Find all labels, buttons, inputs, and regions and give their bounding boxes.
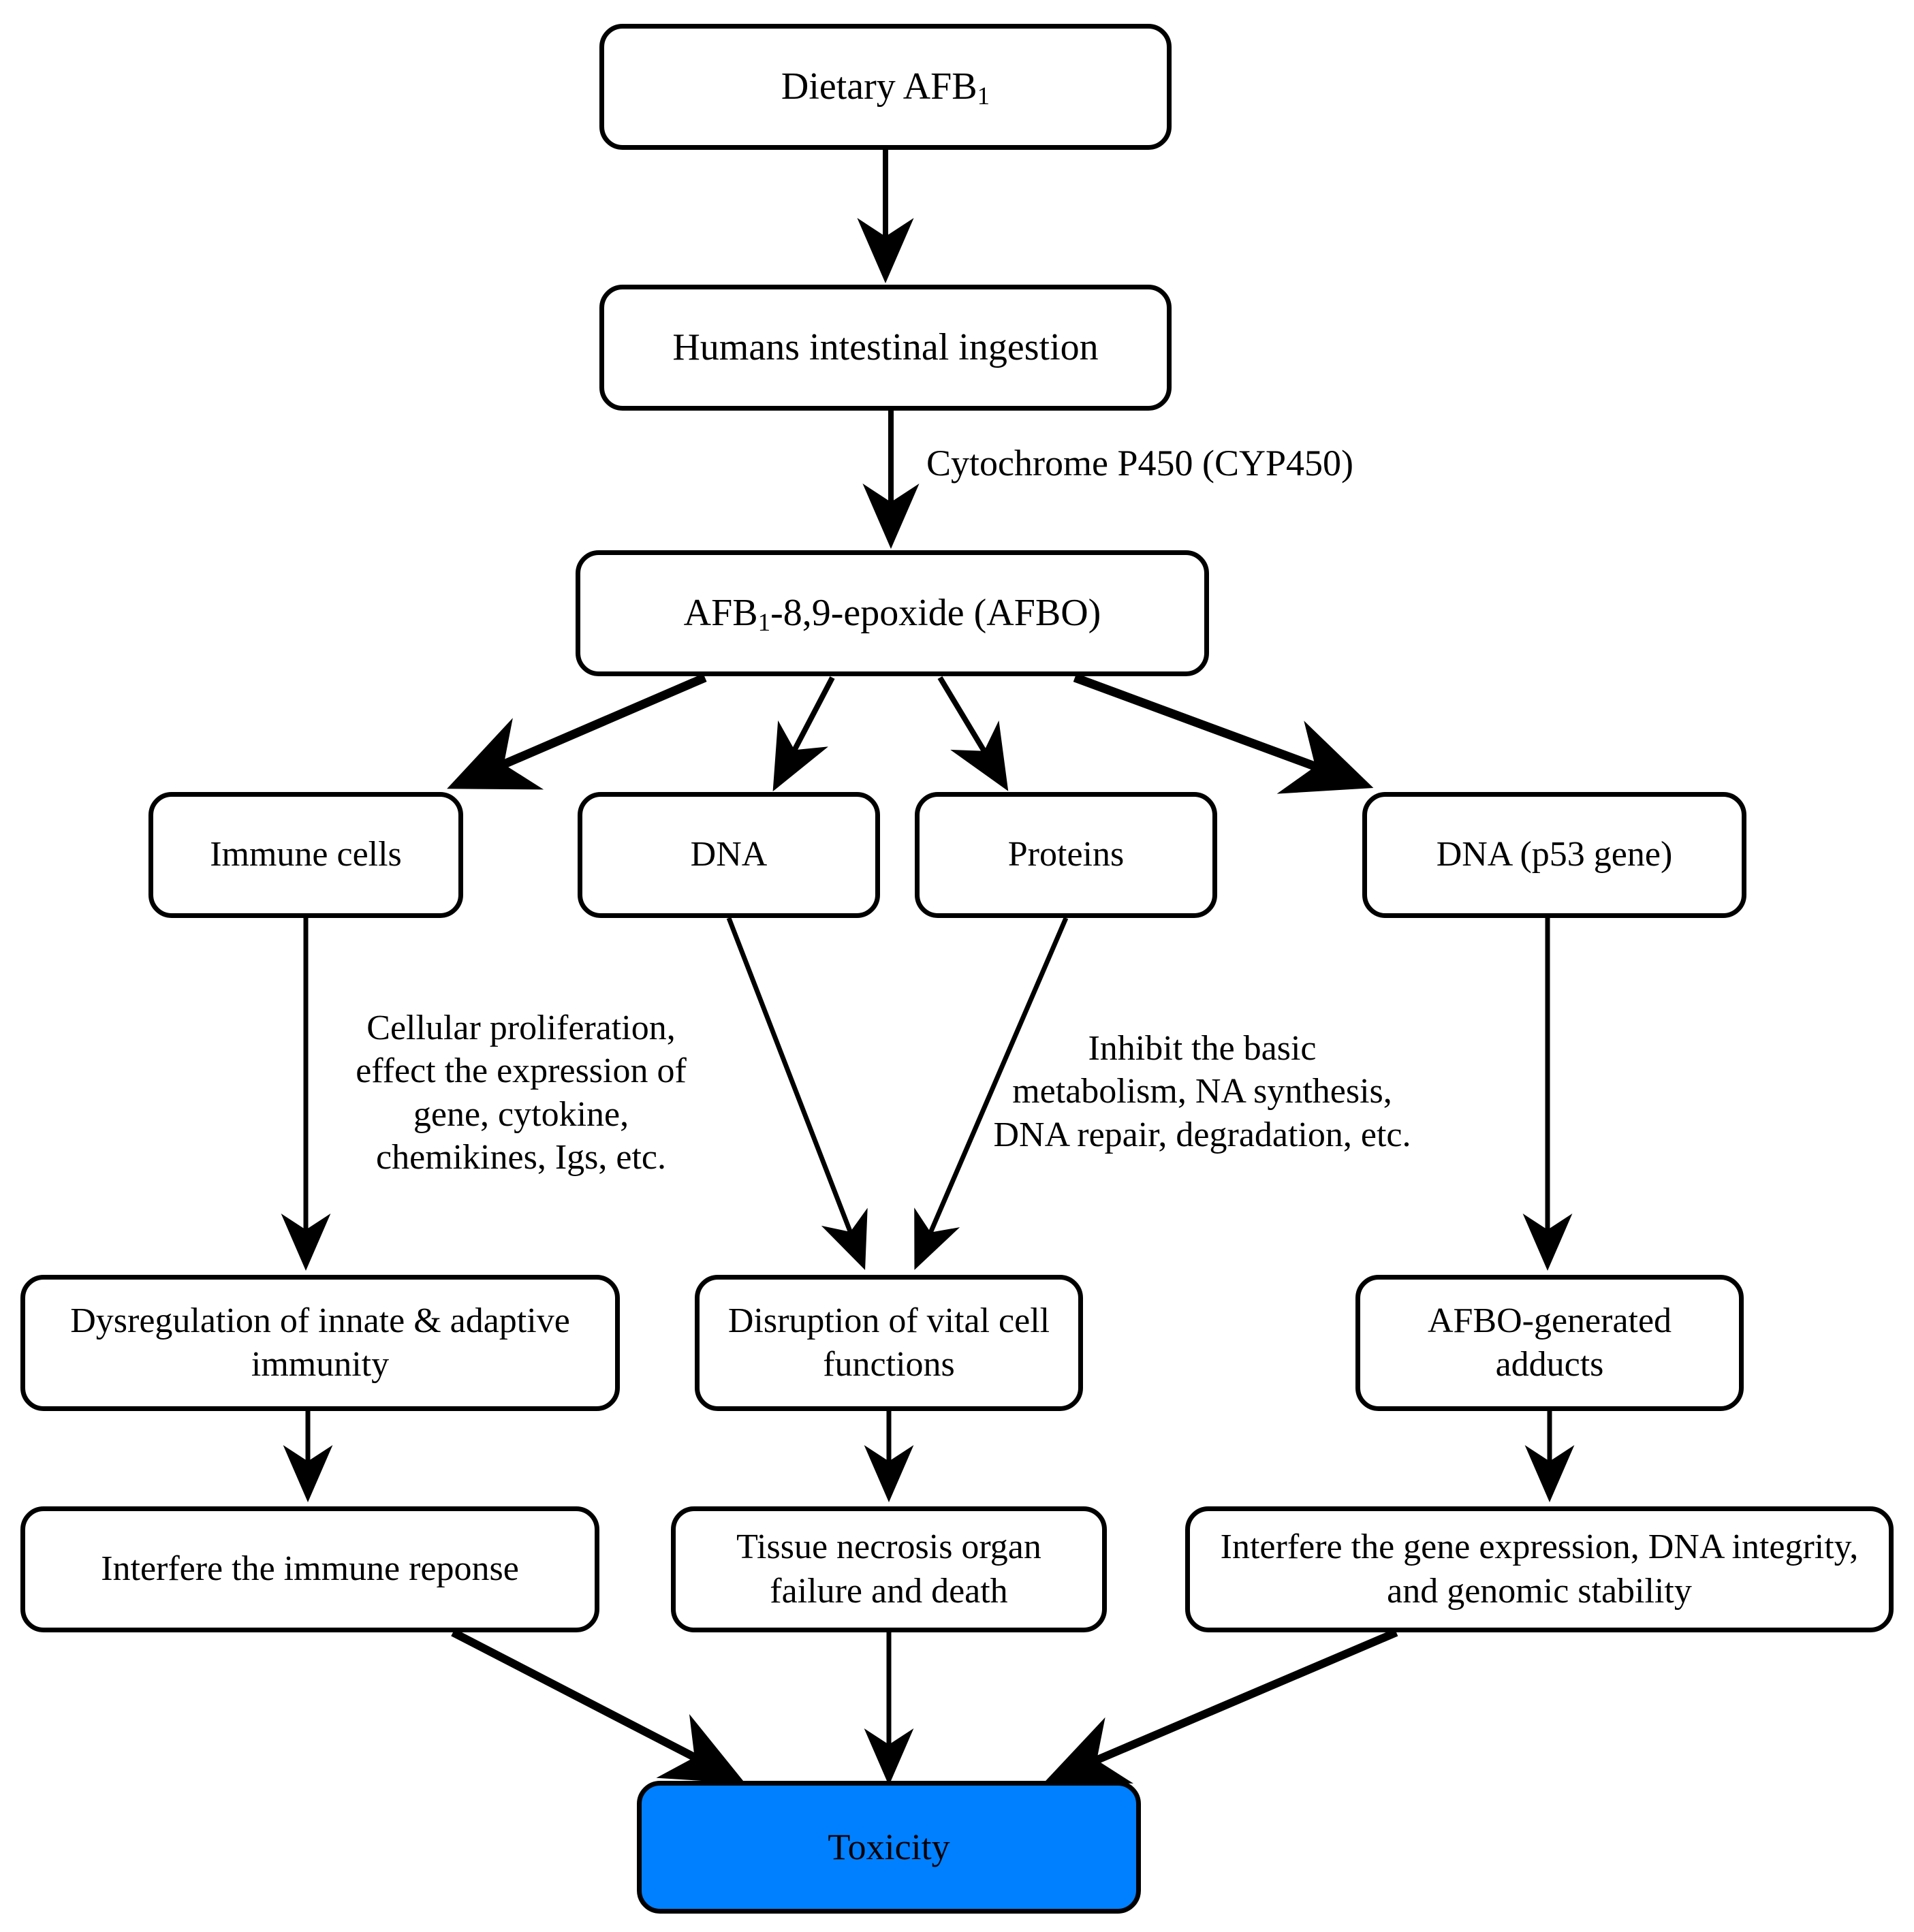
node-dna[interactable]: DNA bbox=[578, 792, 880, 918]
node-label: Toxicity bbox=[828, 1826, 950, 1868]
node-label: Interfere the gene expression, DNA integ… bbox=[1220, 1527, 1859, 1611]
node-label: DNA (p53 gene) bbox=[1436, 835, 1673, 874]
node-label: Immune cells bbox=[210, 835, 402, 874]
node-dietary-afb1[interactable]: Dietary AFB1 bbox=[599, 24, 1172, 150]
node-interfere-immune-reponse[interactable]: Interfere the immune reponse bbox=[20, 1506, 599, 1632]
edge-label-cellular-proliferation: Cellular proliferation, effect the expre… bbox=[356, 1009, 687, 1177]
node-label: Interfere the immune reponse bbox=[101, 1549, 519, 1589]
node-label: Proteins bbox=[1007, 835, 1125, 874]
node-label: Dietary AFB1 bbox=[781, 65, 990, 110]
node-interfere-gene-expression[interactable]: Interfere the gene expression, DNA integ… bbox=[1185, 1506, 1894, 1632]
edge-afbo-to-dna bbox=[772, 676, 835, 792]
edge-afbo-to-immune-cells bbox=[447, 674, 707, 790]
node-toxicity[interactable]: Toxicity bbox=[637, 1781, 1141, 1914]
node-humans-intestinal-ingestion[interactable]: Humans intestinal ingestion bbox=[599, 285, 1172, 411]
edge-afbo-to-proteins bbox=[937, 676, 1009, 791]
edge-dna-to-disruption bbox=[726, 917, 868, 1271]
edge-label-cytochrome-p450: Cytochrome P450 (CYP450) bbox=[926, 443, 1353, 484]
node-immune-cells[interactable]: Immune cells bbox=[148, 792, 463, 918]
edge-interfere-immune-to-toxicity bbox=[451, 1628, 746, 1784]
edge-interfere-gene-to-toxicity bbox=[1044, 1628, 1398, 1784]
node-label: AFB1-8,9-epoxide (AFBO) bbox=[683, 591, 1101, 636]
node-label: Humans intestinal ingestion bbox=[672, 326, 1099, 368]
edge-afbo-to-dna-p53 bbox=[1073, 673, 1374, 794]
node-label: DNA bbox=[690, 835, 768, 874]
node-afbo-epoxide[interactable]: AFB1-8,9-epoxide (AFBO) bbox=[576, 550, 1209, 676]
node-dna-p53-gene[interactable]: DNA (p53 gene) bbox=[1362, 792, 1746, 918]
edge-label-inhibit-basic-metabolism: Inhibit the basic metabolism, NA synthes… bbox=[993, 1029, 1411, 1154]
node-proteins[interactable]: Proteins bbox=[915, 792, 1217, 918]
